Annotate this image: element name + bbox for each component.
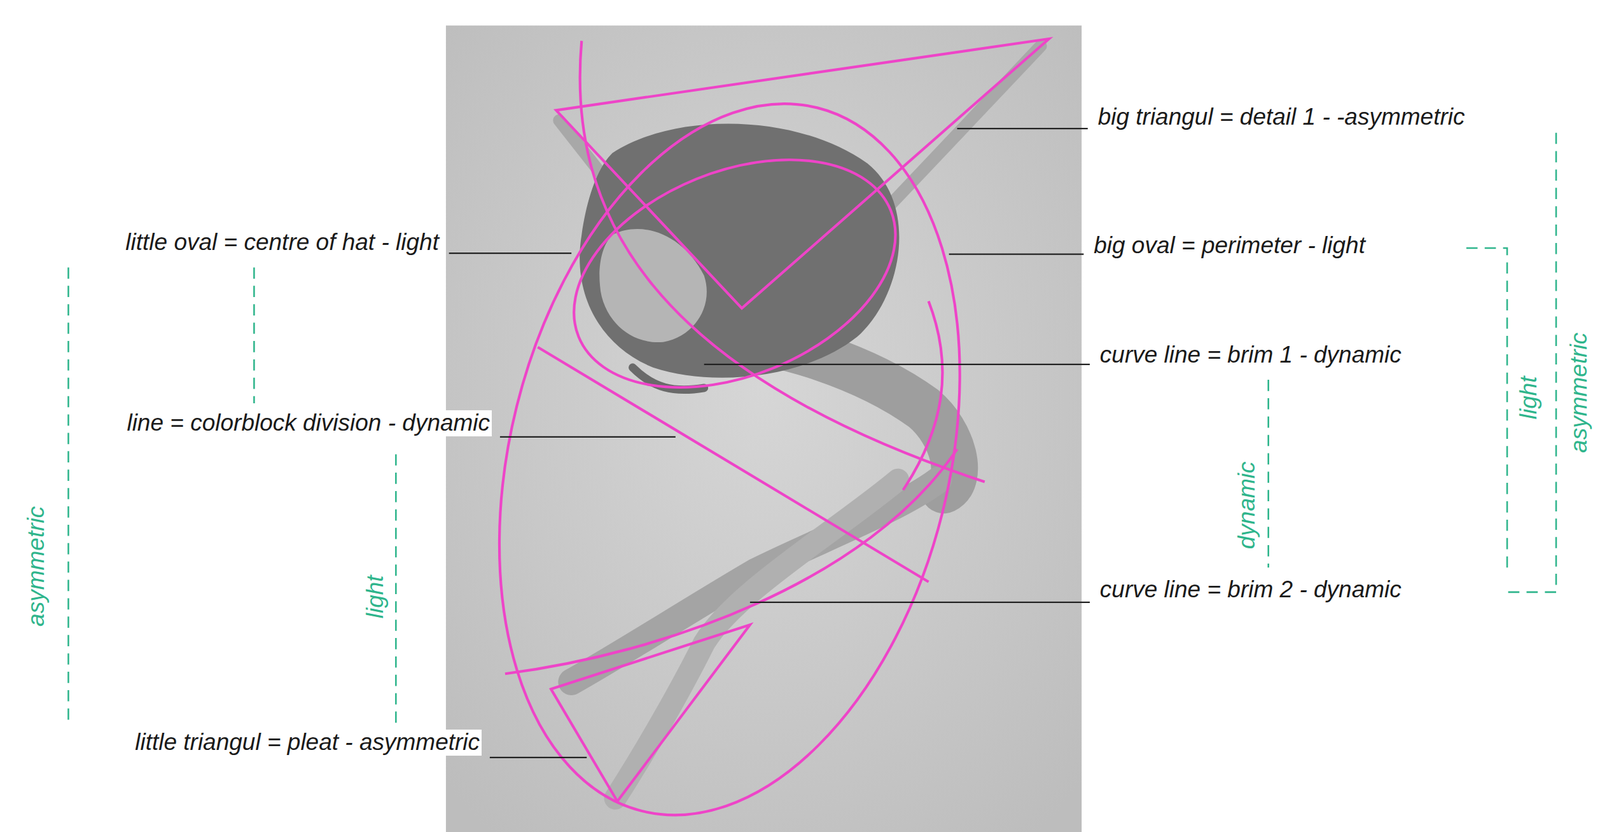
brim-curve-2 — [505, 449, 958, 674]
label-holder: dynamic — [1234, 459, 1261, 551]
group-label: light — [362, 573, 389, 621]
annotation-label: little oval = centre of hat - light — [123, 229, 441, 256]
group-label: asymmetric — [1566, 330, 1594, 455]
bracket-line — [1267, 379, 1270, 568]
leader-line — [500, 436, 676, 438]
leader-line — [750, 601, 1090, 604]
colorblock-line — [537, 347, 929, 583]
label-holder: light — [362, 573, 389, 621]
annotation-label: big triangul = detail 1 - -asymmetric — [1096, 104, 1468, 131]
label-holder: big triangul = detail 1 - -asymmetric — [1096, 104, 1468, 131]
photo-ground — [445, 25, 1082, 832]
label-holder: little oval = centre of hat - light — [123, 229, 441, 256]
annotation-label: curve line = brim 1 - dynamic — [1098, 342, 1404, 369]
group-label: light — [1515, 374, 1542, 422]
label-holder: curve line = brim 2 - dynamic — [1098, 577, 1404, 604]
bracket-line — [395, 454, 397, 723]
brim-curve-1 — [580, 40, 985, 482]
bracket-line — [1466, 248, 1508, 572]
label-holder: line = colorblock division - dynamic — [124, 410, 492, 437]
group-label: asymmetric — [23, 504, 50, 629]
label-holder: big oval = perimeter - light — [1091, 232, 1368, 259]
bracket-line — [67, 267, 70, 721]
big-triangle — [556, 38, 1050, 309]
big-oval — [428, 54, 1030, 832]
group-label: dynamic — [1234, 459, 1261, 551]
label-holder: curve line = brim 1 - dynamic — [1098, 342, 1404, 369]
annotation-label: big oval = perimeter - light — [1091, 232, 1368, 259]
little-triangle — [550, 624, 751, 802]
leader-line — [949, 253, 1085, 255]
bracket-line — [253, 267, 256, 403]
label-holder: asymmetric — [1566, 330, 1594, 455]
leader-lines — [449, 128, 1090, 758]
leader-line — [704, 363, 1090, 366]
label-holder: little triangul = pleat - asymmetric — [132, 729, 482, 756]
annotation-label: curve line = brim 2 - dynamic — [1098, 577, 1404, 604]
leader-line — [449, 252, 572, 254]
label-holder: asymmetric — [23, 504, 50, 629]
label-holder: light — [1515, 374, 1542, 422]
group-brackets — [68, 130, 1557, 723]
annotation-label: line = colorblock division - dynamic — [124, 410, 492, 437]
leader-line — [489, 757, 587, 759]
pink-geometry — [428, 38, 1049, 832]
annotation-label: little triangul = pleat - asymmetric — [132, 729, 482, 756]
brim-curve-extra — [902, 300, 943, 490]
bracket-line — [1508, 130, 1557, 592]
leader-line — [957, 127, 1088, 130]
